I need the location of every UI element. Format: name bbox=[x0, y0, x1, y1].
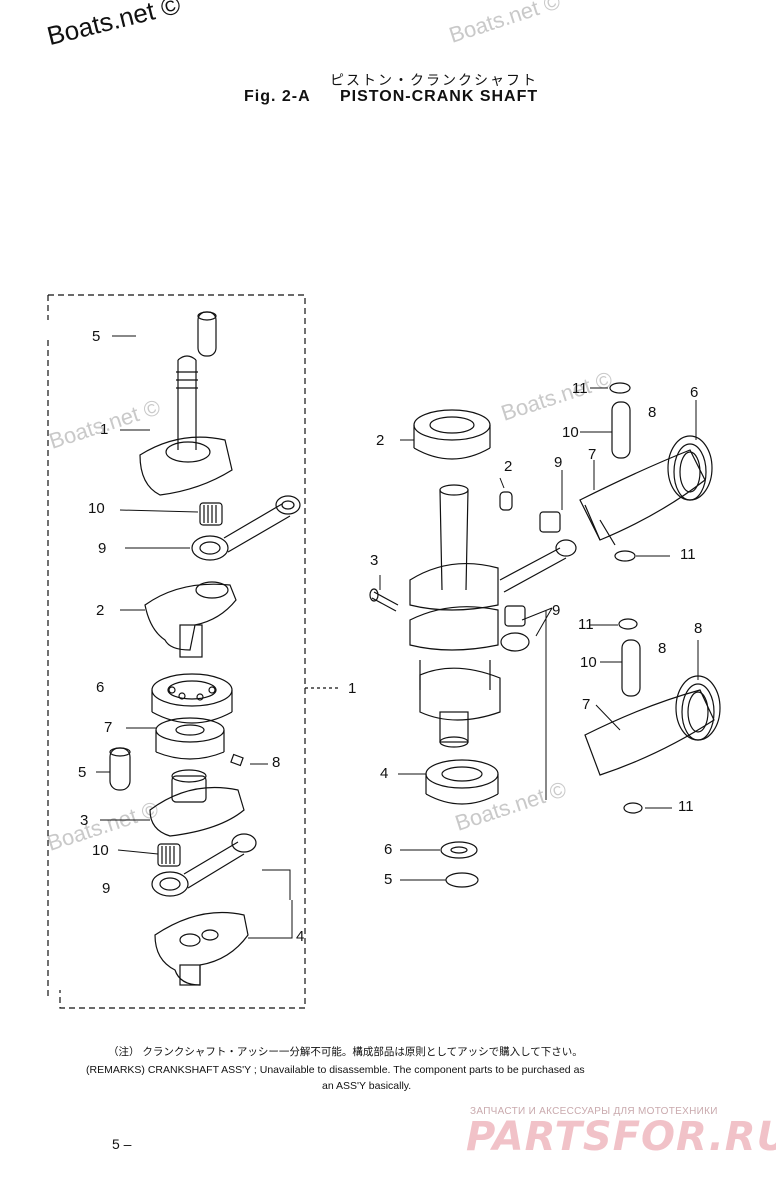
callout-6: 6 bbox=[96, 679, 105, 696]
callout-4: 4 bbox=[380, 765, 389, 782]
callout-1: 1 bbox=[100, 421, 109, 438]
needle-bearing-part bbox=[539, 511, 561, 533]
pin-part bbox=[109, 747, 131, 791]
callout-9: 9 bbox=[554, 454, 563, 471]
callout-2: 2 bbox=[376, 432, 385, 449]
callout-2: 2 bbox=[96, 602, 105, 619]
remarks-en-line1: (REMARKS) CRANKSHAFT ASS'Y ; Unavailable… bbox=[86, 1064, 585, 1076]
screw-part bbox=[369, 588, 399, 612]
piston-upper bbox=[579, 382, 713, 562]
callout-11: 11 bbox=[678, 798, 694, 815]
page-number: 5 – bbox=[112, 1136, 132, 1152]
ball-bearing-part bbox=[413, 409, 491, 460]
needle-bearing-part bbox=[157, 843, 181, 867]
piston-ring-part bbox=[667, 435, 713, 501]
callout-9: 9 bbox=[102, 880, 111, 897]
partsfor-logo: PARTSFOR.RU bbox=[466, 1114, 776, 1160]
washer-part bbox=[440, 841, 478, 859]
piston-pin-part bbox=[621, 639, 641, 697]
callout-11: 11 bbox=[572, 380, 588, 397]
connecting-rod-right bbox=[499, 547, 567, 593]
crank-web-lower bbox=[149, 769, 245, 837]
figure-number: Fig. 2-A bbox=[244, 88, 311, 105]
callout-8: 8 bbox=[272, 754, 281, 771]
callout-10: 10 bbox=[88, 500, 105, 517]
callout-8: 8 bbox=[658, 640, 667, 657]
callout-4: 4 bbox=[296, 928, 305, 945]
callout-assembly-1: 1 bbox=[348, 680, 357, 697]
callout-3: 3 bbox=[370, 552, 379, 569]
key-part bbox=[499, 491, 513, 511]
callout-8: 8 bbox=[648, 404, 657, 421]
snap-ring-part bbox=[445, 872, 479, 888]
ball-bearing-part bbox=[425, 759, 499, 805]
callout-11: 11 bbox=[680, 546, 696, 563]
connecting-rod-upper bbox=[191, 495, 301, 561]
callout-10: 10 bbox=[92, 842, 109, 859]
assembly-boundary bbox=[48, 294, 306, 1009]
callout-3: 3 bbox=[80, 812, 89, 829]
callout-9: 9 bbox=[98, 540, 107, 557]
callout-7: 7 bbox=[582, 696, 591, 713]
key-part bbox=[230, 753, 244, 767]
callout-9: 9 bbox=[552, 602, 561, 619]
remarks-jp: （注） クランクシャフト・アッシー一分解不可能。構成部品は原則としてアッシで購入… bbox=[108, 1046, 583, 1058]
callout-5: 5 bbox=[78, 764, 87, 781]
crankshaft-assembly bbox=[409, 484, 501, 748]
crank-end-part bbox=[154, 911, 249, 986]
ball-bearing-part bbox=[151, 673, 233, 724]
callout-8: 8 bbox=[694, 620, 703, 637]
callout-7: 7 bbox=[104, 719, 113, 736]
pin-part bbox=[197, 311, 217, 357]
callout-7: 7 bbox=[588, 446, 597, 463]
remarks-en-line2: an ASS'Y basically. bbox=[322, 1080, 412, 1092]
crank-web-part bbox=[144, 581, 237, 658]
partsfor-tagline: ЗАПЧАСТИ И АКСЕССУАРЫ ДЛЯ МОТОТЕХНИКИ bbox=[470, 1106, 718, 1117]
callout-10: 10 bbox=[562, 424, 579, 441]
seal-ring-part bbox=[155, 717, 225, 760]
callout-11: 11 bbox=[578, 616, 594, 633]
callout-6: 6 bbox=[690, 384, 699, 401]
clip-part bbox=[609, 382, 631, 394]
piston-pin-part bbox=[611, 401, 631, 459]
piston-lower bbox=[584, 618, 721, 814]
figure-title-jp: ピストン・クランクシャフト bbox=[330, 72, 538, 88]
callout-6: 6 bbox=[384, 841, 393, 858]
connecting-rod-lower bbox=[151, 833, 257, 897]
needle-bearing-part bbox=[504, 605, 526, 627]
callout-10: 10 bbox=[580, 654, 597, 671]
callout-2: 2 bbox=[504, 458, 513, 475]
callout-5: 5 bbox=[384, 871, 393, 888]
clip-part bbox=[614, 550, 636, 562]
crank-half-upper bbox=[139, 355, 233, 496]
needle-bearing-part bbox=[199, 502, 223, 526]
figure-title: PISTON-CRANK SHAFT bbox=[340, 88, 539, 105]
clip-part bbox=[618, 618, 638, 630]
callout-5: 5 bbox=[92, 328, 101, 345]
clip-part bbox=[623, 802, 643, 814]
